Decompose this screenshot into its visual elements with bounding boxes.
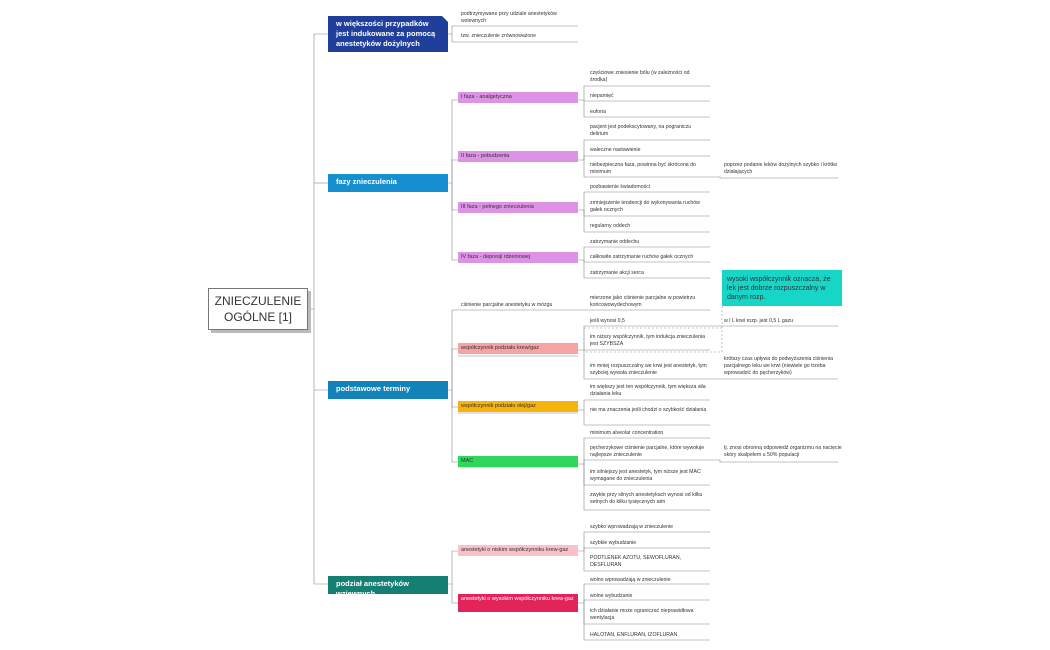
branch-label: w większości przypadków jest indukowane … bbox=[336, 19, 436, 48]
branch-label: podstawowe terminy bbox=[336, 384, 411, 393]
leaf[interactable]: im niższy współczynnik, tym indukcja zni… bbox=[590, 334, 706, 347]
leaf[interactable]: jeśli wynosi 0,5 bbox=[590, 318, 625, 324]
term-partial-pressure[interactable]: ciśnienie parcjalne anestetyku w mózgu bbox=[461, 302, 553, 308]
branch-inhaled-division[interactable]: podział anestetyków wziewnych bbox=[328, 576, 448, 598]
root-line1: ZNIECZULENIE bbox=[214, 294, 302, 308]
fold-corner bbox=[442, 16, 448, 22]
leaf[interactable]: ich działanie może ograniczać nieprawidł… bbox=[590, 608, 694, 621]
term-blood-gas[interactable]: współczynnik podziału krew/gaz bbox=[458, 343, 578, 354]
callout-note[interactable]: wysoki współczynnik oznacza, że lek jest… bbox=[722, 270, 842, 306]
leaf[interactable]: zwykle przy silnych anestetykach wynosi … bbox=[590, 492, 703, 505]
leaf[interactable]: częściowe zniesienie bólu (w zależności … bbox=[590, 70, 690, 83]
leaf[interactable]: szybko wprowadzają w znieczulenie bbox=[590, 524, 674, 530]
leaf[interactable]: im większy jest ten współczynnik, tym wi… bbox=[590, 384, 706, 397]
leaf-extra[interactable]: poprzez podanie leków dożylnych szybko i… bbox=[724, 162, 838, 175]
leaf[interactable]: pacjent jest podekscytowany, na pogranic… bbox=[590, 124, 692, 137]
phase-2[interactable]: II faza - pobudzenia bbox=[458, 151, 578, 162]
leaf[interactable]: minimum alveolar concentration bbox=[590, 430, 664, 436]
leaf[interactable]: PODTLENEK AZOTU, SEWOFLURAN, DESFLURAN bbox=[590, 555, 682, 568]
branch-phases[interactable]: fazy znieczulenia bbox=[328, 174, 448, 192]
branch-basic-terms[interactable]: podstawowe terminy bbox=[328, 381, 448, 399]
leaf-extra[interactable]: tj. znosi obronną odpowiedź organizmu na… bbox=[724, 445, 842, 458]
branch-label: podział anestetyków wziewnych bbox=[336, 579, 409, 598]
leaf[interactable]: HALOTAN, ENFLURAN, IZOFLURAN bbox=[590, 632, 678, 638]
leaf[interactable]: euforia bbox=[590, 109, 606, 115]
leaf[interactable]: wolno wprowadzają w znieczulenie bbox=[590, 577, 671, 583]
branch-intravenous-induction[interactable]: w większości przypadków jest indukowane … bbox=[328, 16, 448, 52]
leaf[interactable]: podtrzymywane przy udziale anestetyków w… bbox=[461, 11, 557, 24]
leaf[interactable]: pozbawienie świadomości bbox=[590, 184, 650, 190]
low-coefficient-group[interactable]: anestetyki o niskim współczynniku krew-g… bbox=[458, 545, 578, 556]
leaf[interactable]: waleczne nastawienie bbox=[590, 147, 641, 153]
phase-4[interactable]: IV faza - depresji rdzeniowej bbox=[458, 252, 578, 263]
leaf[interactable]: tzw. znieczulenie zrównoważone bbox=[461, 33, 536, 39]
leaf[interactable]: im silniejszy jest anestetyk, tym niższe… bbox=[590, 469, 701, 482]
leaf[interactable]: niebezpieczna faza, powinna być skrócona… bbox=[590, 162, 696, 175]
leaf[interactable]: regularny oddech bbox=[590, 223, 631, 229]
high-coefficient-group[interactable]: anestetyki o wysokim współczynniku krew-… bbox=[458, 594, 578, 612]
leaf[interactable]: zmniejszenie tendencji do wykonywania ru… bbox=[590, 200, 700, 213]
leaf[interactable]: nie ma znaczenia jeśli chodzi o szybkość… bbox=[590, 407, 707, 413]
leaf-extra[interactable]: krótszy czas upływa do podwyższenia ciśn… bbox=[724, 356, 833, 376]
leaf[interactable]: zatrzymanie akcji serca bbox=[590, 270, 644, 276]
leaf[interactable]: pęcherzykowe ciśnienie parcjalne, które … bbox=[590, 445, 705, 458]
leaf[interactable]: wolne wybudzanie bbox=[590, 593, 633, 599]
leaf[interactable]: im mniej rozpuszczalny we krwi jest anes… bbox=[590, 363, 707, 376]
term-mac[interactable]: MAC bbox=[458, 456, 578, 467]
leaf[interactable]: mierzone jako ciśnienie parcjalne w powi… bbox=[590, 295, 696, 308]
branch-label: fazy znieczulenia bbox=[336, 177, 397, 186]
leaf[interactable]: szybkie wybudzanie bbox=[590, 540, 637, 546]
leaf[interactable]: niepamięć bbox=[590, 93, 614, 99]
root-topic[interactable]: ZNIECZULENIE OGÓLNE [1] bbox=[208, 288, 308, 330]
phase-1[interactable]: I faza - analgetyczna bbox=[458, 92, 578, 103]
root-line2: OGÓLNE [1] bbox=[223, 310, 293, 324]
leaf[interactable]: całkowite zatrzymanie ruchów gałek oczny… bbox=[590, 254, 694, 260]
phase-3[interactable]: III faza - pełnego znieczulenia bbox=[458, 202, 578, 213]
leaf[interactable]: zatrzymanie oddechu bbox=[590, 239, 640, 245]
term-oil-gas[interactable]: współczynnik podziału olej/gaz bbox=[458, 401, 578, 412]
leaf-extra[interactable]: w l L krwi rozp. jest 0,5 L gazu bbox=[724, 318, 794, 324]
